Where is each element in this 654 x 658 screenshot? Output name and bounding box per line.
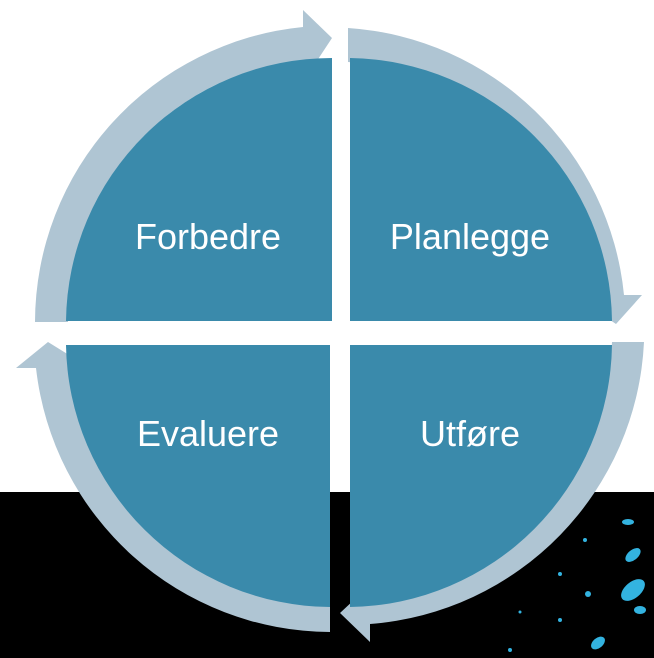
arrow-planlegge-to-utfore [348,28,642,324]
arrow-forbedre-to-planlegge [35,10,332,322]
quadrant-bottom-right [350,345,612,607]
arrow-utfore-to-evaluere [340,342,644,642]
label-utfore: Utføre [420,413,520,454]
label-evaluere: Evaluere [137,413,279,454]
cycle-arrows [16,10,644,642]
quadrant-top-right [350,58,612,321]
label-planlegge: Planlegge [390,216,550,257]
label-forbedre: Forbedre [135,216,281,257]
quadrant-bottom-left [66,345,330,607]
quadrants [66,57,612,607]
decorative-dots [508,519,646,652]
quadrant-top-left [66,57,332,321]
